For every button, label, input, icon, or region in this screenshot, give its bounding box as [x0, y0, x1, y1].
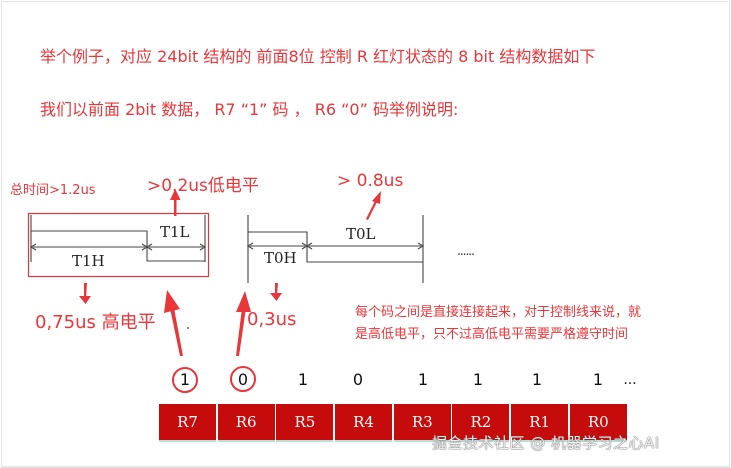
register-r3: R3	[393, 404, 451, 442]
intro-line-1: 举个例子，对应 24bit 结构的 前面8位 控制 R 红灯状态的 8 bit …	[40, 47, 596, 66]
bit-r6: 0	[237, 370, 249, 389]
annotation-arrows	[79, 189, 381, 356]
total-time-label: 总时间>1.2us	[10, 183, 96, 198]
code1-highlight-box	[27, 212, 210, 278]
bit-r1: 1	[531, 370, 543, 389]
intro-line-2: 我们以前面 2bit 数据， R7 “1” 码 ， R6 “0” 码举例说明:	[40, 100, 459, 119]
t0h-label: T0H	[264, 249, 297, 267]
register-r7: R7	[159, 404, 216, 442]
highlight-circle-r6	[230, 366, 256, 392]
code0-waveform	[246, 215, 425, 283]
register-r0: R0	[569, 404, 627, 442]
bit-r2: 1	[472, 370, 484, 389]
t1h-high-label: 0,75us 高电平	[35, 312, 156, 333]
bit-r5: 1	[297, 370, 309, 389]
timing-note-line-2: 是高低电平，只不过高低电平需要严格遵守时间	[355, 327, 629, 342]
bit-values-row: 1 0 1 0 1 1 1 1 ...	[0, 366, 731, 396]
bit-r3: 1	[417, 370, 429, 389]
highlight-circle-r7	[172, 367, 198, 393]
timing-note: 每个码之间是直接连接起来，对于控制线来说，就 是高低电平，只不过高低电平需要严格…	[355, 302, 641, 346]
code1-waveform	[29, 215, 207, 262]
bits-more: ...	[623, 372, 637, 388]
register-r1: R1	[511, 404, 569, 442]
t0h-high-label: 0,3us	[247, 309, 297, 330]
timing-note-line-1: 每个码之间是直接连接起来，对于控制线来说，就	[355, 305, 642, 320]
watermark: 掘金技术社区 @ 机器学习之心AI	[432, 434, 660, 452]
register-row: R7 R6 R5 R4 R3 R2 R1 R0	[159, 404, 629, 442]
t0l-low-label: > 0.8us	[337, 171, 404, 191]
register-r6: R6	[217, 404, 275, 442]
bit-r7: 1	[179, 370, 191, 389]
waveform-ellipsis: ......	[457, 244, 475, 258]
t0l-label: T0L	[346, 225, 376, 243]
register-r4: R4	[335, 404, 393, 442]
bit-r4: 0	[352, 370, 364, 389]
t1l-label: T1L	[160, 223, 190, 241]
register-r5: R5	[276, 404, 334, 442]
register-r2: R2	[452, 404, 510, 442]
bit-r0: 1	[592, 370, 604, 389]
t1h-label: T1H	[72, 252, 105, 270]
